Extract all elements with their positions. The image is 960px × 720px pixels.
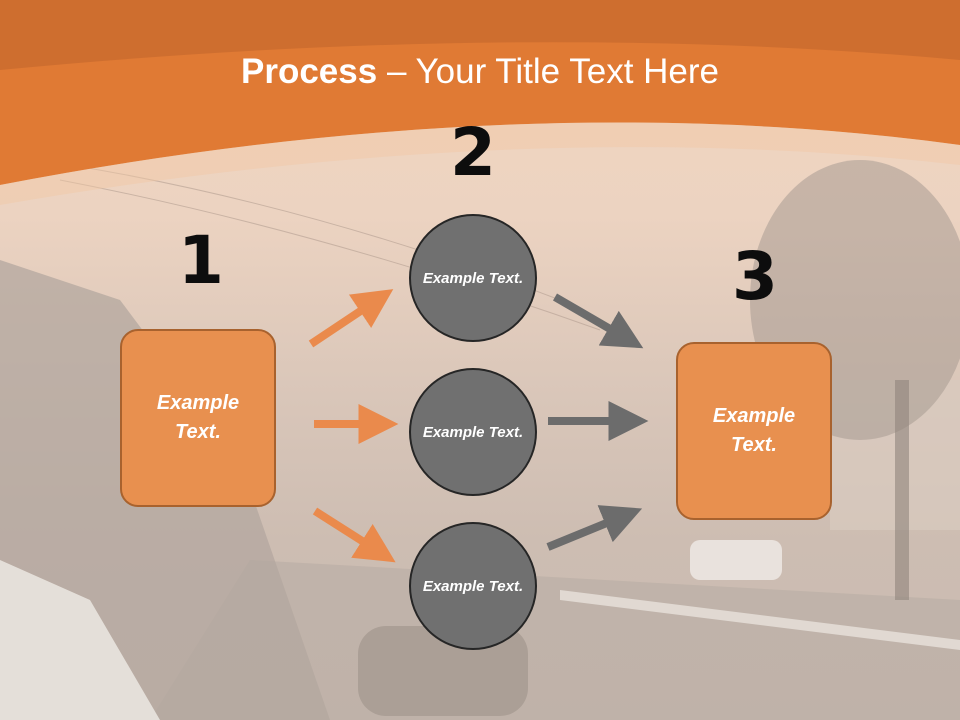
- arrow-1-to-top: [308, 289, 394, 348]
- step-number-1: 1: [178, 222, 224, 299]
- circle-middle: Example Text.: [409, 368, 537, 496]
- title-bold: Process: [241, 52, 378, 91]
- arrow-bottom-to-3: [546, 505, 643, 551]
- step-3-box: Example Text.: [676, 342, 832, 520]
- circle-bottom-label: Example Text.: [422, 577, 524, 595]
- circle-bottom: Example Text.: [409, 522, 537, 650]
- arrow-1-to-bottom: [312, 507, 396, 563]
- circle-top-label: Example Text.: [422, 269, 524, 287]
- step-1-box: Example Text.: [120, 329, 276, 507]
- circle-top: Example Text.: [409, 214, 537, 342]
- step-number-3: 3: [732, 238, 778, 315]
- step-1-label: Example Text.: [156, 392, 240, 443]
- arrow-top-to-3: [552, 293, 644, 349]
- slide-title: Process – Your Title Text Here: [0, 52, 960, 92]
- step-number-2: 2: [450, 114, 496, 191]
- circle-middle-label: Example Text.: [422, 423, 524, 441]
- title-rest: – Your Title Text Here: [377, 52, 719, 91]
- step-3-label: Example Text.: [712, 405, 796, 456]
